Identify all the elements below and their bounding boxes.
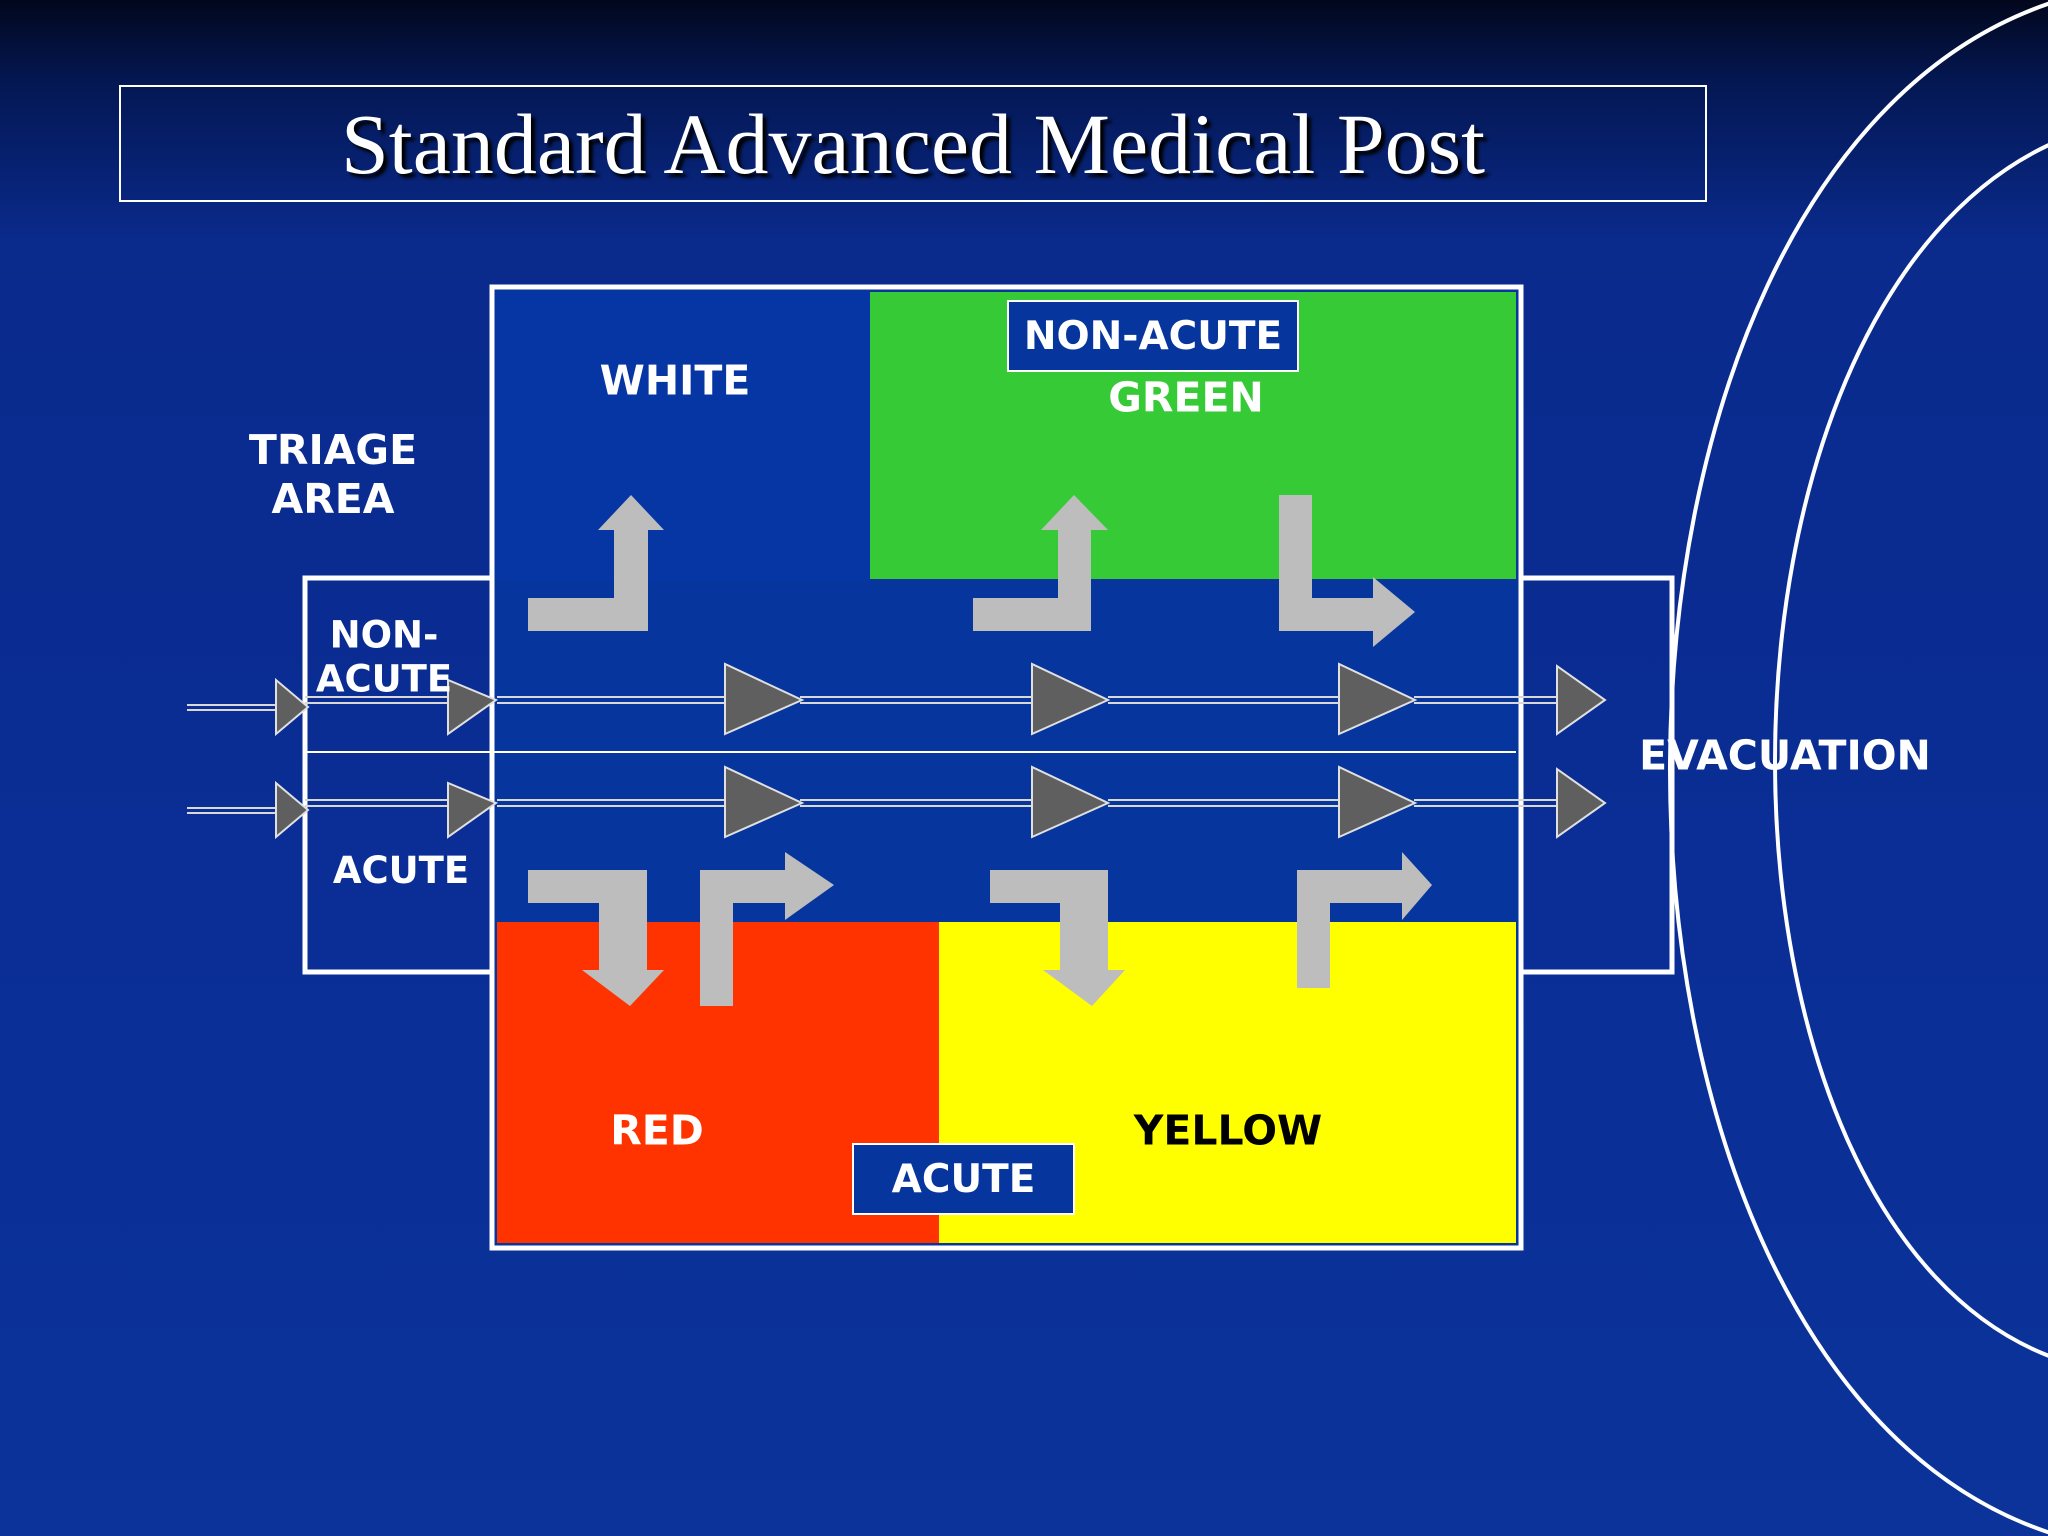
arrowhead-a-2	[447, 781, 499, 839]
evacuation-label: EVACUATION	[1639, 731, 1931, 780]
triage-label-line2: AREA	[271, 475, 395, 523]
arrowhead-na-2	[447, 678, 499, 736]
non-acute-flow	[187, 696, 1560, 711]
title-box: Standard Advanced Medical Post	[119, 85, 1707, 202]
bent-arrows	[528, 495, 1432, 1006]
non-acute-lane-line1: NON-	[329, 613, 439, 657]
red-zone-label: RED	[610, 1106, 704, 1155]
arrowhead-na-3	[724, 662, 805, 736]
arrowhead-a-6	[1556, 767, 1607, 839]
arrowhead-a-4	[1031, 765, 1111, 839]
arrow-white-up	[528, 495, 664, 631]
triage-label-line1: TRIAGE	[248, 425, 418, 474]
arrow-red-down	[528, 870, 664, 1006]
arrow-green-out	[1279, 495, 1415, 647]
arrowhead-na-6	[1556, 664, 1607, 736]
acute-lane-label: ACUTE	[332, 848, 470, 892]
green-zone-label: GREEN	[1108, 373, 1264, 422]
non-acute-box-label: NON-ACUTE	[1007, 300, 1299, 372]
evacuation-arc-inner	[1773, 143, 2048, 1358]
arrowhead-a-3	[724, 765, 805, 839]
acute-flow	[187, 799, 1560, 814]
arrowhead-na-1	[275, 677, 310, 737]
arrowhead-na-5	[1338, 662, 1418, 736]
non-acute-lane-line2: ACUTE	[315, 658, 453, 701]
page-title: Standard Advanced Medical Post	[340, 95, 1486, 192]
arrow-yellow-out	[1297, 852, 1432, 988]
triage-area-label: TRIAGE AREA	[249, 426, 417, 524]
arrow-yellow-down	[990, 870, 1125, 1006]
arrow-green-up	[973, 495, 1108, 631]
arrowhead-na-4	[1031, 662, 1111, 736]
arrowhead-a-5	[1338, 765, 1418, 839]
flow-arrowheads	[275, 662, 1607, 840]
non-acute-lane-label: NON- ACUTE	[316, 614, 452, 703]
acute-box-label: ACUTE	[852, 1143, 1075, 1215]
arrow-red-out	[700, 852, 834, 1006]
white-zone	[497, 292, 870, 581]
yellow-zone-label: YELLOW	[1133, 1106, 1323, 1155]
white-zone-label: WHITE	[599, 356, 751, 405]
arrowhead-a-1	[275, 780, 310, 840]
